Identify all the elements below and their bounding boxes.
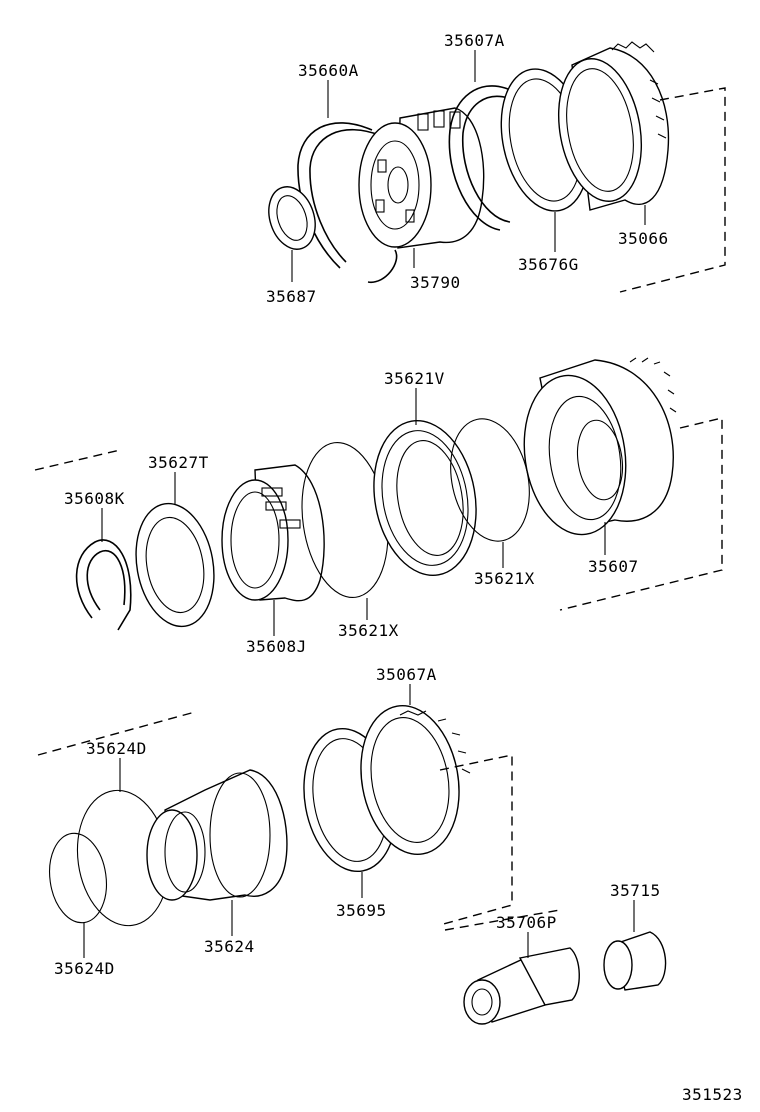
label-35676G[interactable]: 35676G: [518, 255, 579, 274]
label-35695[interactable]: 35695: [336, 901, 387, 920]
thrust-washer-35687: [268, 186, 316, 250]
label-35687[interactable]: 35687: [266, 287, 317, 306]
label-35621V[interactable]: 35621V: [384, 369, 445, 388]
label-35067A[interactable]: 35067A: [376, 665, 437, 684]
label-35660A[interactable]: 35660A: [298, 61, 359, 80]
label-35624[interactable]: 35624: [204, 937, 255, 956]
group-bracket-row2-right: [559, 417, 723, 611]
clutch-drum-35067A: [360, 704, 471, 856]
label-35706P[interactable]: 35706P: [496, 913, 557, 932]
group-bracket-row3-right: [439, 754, 513, 926]
part-labels: 35660A 35607A 35687 35790 35676G 35066 3…: [54, 31, 743, 1104]
group-bracket-row3-left: [37, 711, 196, 756]
label-35608K[interactable]: 35608K: [64, 489, 125, 508]
group-bracket-row3-bottom: [444, 909, 561, 931]
snap-ring-35608K: [75, 539, 132, 631]
group-bracket-row2-left: [34, 449, 121, 471]
diagram-number: 351523: [682, 1085, 743, 1104]
label-35607[interactable]: 35607: [588, 557, 639, 576]
piston-35624: [146, 769, 288, 901]
label-35790[interactable]: 35790: [410, 273, 461, 292]
label-35607A[interactable]: 35607A: [444, 31, 505, 50]
spring-retainer-35608J: [221, 464, 325, 602]
label-35624D-top[interactable]: 35624D: [86, 739, 147, 758]
clutch-hub-35790: [358, 107, 485, 249]
clutch-drum-35066: [557, 41, 670, 211]
thrust-bearing-35627T: [135, 502, 215, 628]
clutch-drum-35607: [523, 357, 677, 536]
label-35066[interactable]: 35066: [618, 229, 669, 248]
bushing-35715: [603, 931, 667, 991]
label-35621X-small[interactable]: 35621X: [474, 569, 535, 588]
piston-35621V: [373, 419, 477, 577]
label-35621X-large[interactable]: 35621X: [338, 621, 399, 640]
sleeve-35706P: [463, 947, 580, 1025]
label-35627T[interactable]: 35627T: [148, 453, 209, 472]
label-35608J[interactable]: 35608J: [246, 637, 307, 656]
snap-ring-35660A: [297, 122, 398, 283]
label-35715[interactable]: 35715: [610, 881, 661, 900]
label-35624D-bottom[interactable]: 35624D: [54, 959, 115, 978]
group-bracket-row1: [619, 87, 726, 293]
